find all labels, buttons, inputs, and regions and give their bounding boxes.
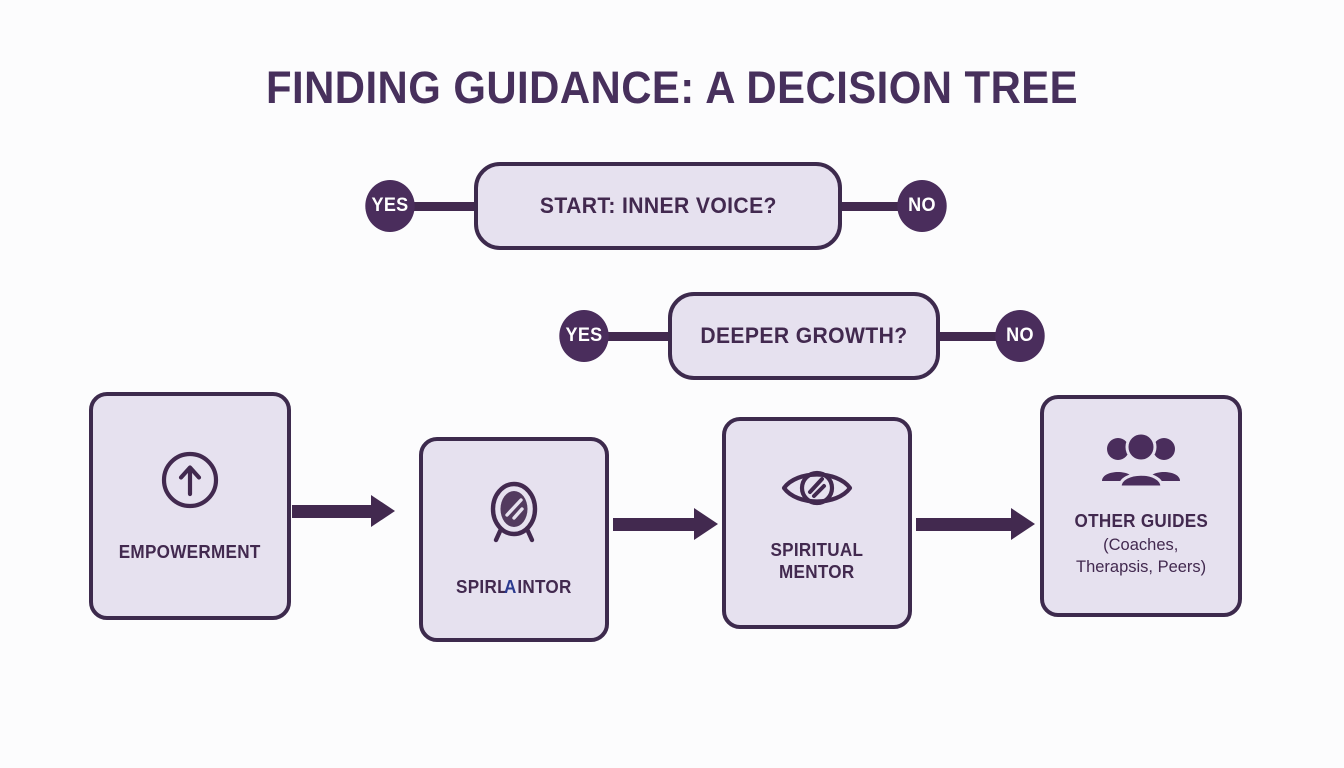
no-badge-deeper-growth[interactable]: NO bbox=[995, 310, 1045, 362]
label-suffix: INTOR bbox=[517, 577, 572, 598]
yes-badge-inner-voice[interactable]: YES bbox=[365, 180, 415, 232]
outcome-label-empowerment: EMPOWERMENT bbox=[119, 541, 261, 562]
arrow-mentor-to-other-guides bbox=[916, 508, 1035, 540]
outcome-label-other-guides: OTHER GUIDES bbox=[1074, 510, 1208, 531]
connector-no-deeper-growth bbox=[936, 331, 998, 341]
outcome-card-spiritual-mentor[interactable]: SPIRITUAL MENTOR bbox=[722, 417, 912, 629]
arrow-mirror-to-mentor bbox=[613, 508, 718, 540]
arrow-shaft bbox=[916, 517, 1012, 531]
arrow-head bbox=[1011, 508, 1035, 540]
people-group-icon bbox=[1098, 431, 1184, 495]
eye-icon bbox=[779, 463, 855, 518]
arrow-head bbox=[371, 495, 395, 527]
label-prefix: SPIRL bbox=[456, 577, 508, 598]
arrow-head bbox=[694, 508, 718, 540]
label-glitch-char: A bbox=[504, 577, 516, 598]
connector-no-inner-voice bbox=[838, 201, 900, 211]
outcome-label-spiritual-mentor-line2: MENTOR bbox=[779, 561, 855, 582]
outcome-sub-other-guides-line2: Therapsis, Peers) bbox=[1075, 557, 1207, 577]
decision-box-inner-voice[interactable]: START: INNER VOICE? bbox=[474, 162, 842, 250]
outcome-label-spiritual-mentor-line1: SPIRITUAL bbox=[770, 539, 864, 560]
no-badge-inner-voice[interactable]: NO bbox=[897, 180, 947, 232]
arrow-shaft bbox=[292, 504, 372, 518]
arrow-up-circle-icon bbox=[159, 449, 221, 516]
decision-label-inner-voice: START: INNER VOICE? bbox=[539, 193, 777, 218]
mirror-icon bbox=[483, 480, 545, 551]
decision-box-deeper-growth[interactable]: DEEPER GROWTH? bbox=[668, 292, 940, 380]
arrow-shaft bbox=[613, 517, 695, 531]
outcome-card-other-guides[interactable]: OTHER GUIDES (Coaches, Therapsis, Peers) bbox=[1040, 395, 1242, 617]
yes-badge-deeper-growth[interactable]: YES bbox=[559, 310, 609, 362]
arrow-empowerment-to-mirror bbox=[292, 495, 395, 527]
outcome-sub-other-guides-line1: (Coaches, bbox=[1103, 534, 1179, 554]
outcome-card-empowerment[interactable]: EMPOWERMENT bbox=[89, 392, 291, 620]
decision-label-deeper-growth: DEEPER GROWTH? bbox=[700, 323, 908, 348]
connector-yes-deeper-growth bbox=[606, 331, 672, 341]
decision-node-deeper-growth: YES DEEPER GROWTH? NO bbox=[558, 288, 1046, 384]
connector-yes-inner-voice bbox=[412, 201, 478, 211]
decision-node-start-inner-voice: YES START: INNER VOICE? NO bbox=[364, 158, 948, 254]
page-title: FINDING GUIDANCE: A DECISION TREE bbox=[265, 62, 1079, 113]
